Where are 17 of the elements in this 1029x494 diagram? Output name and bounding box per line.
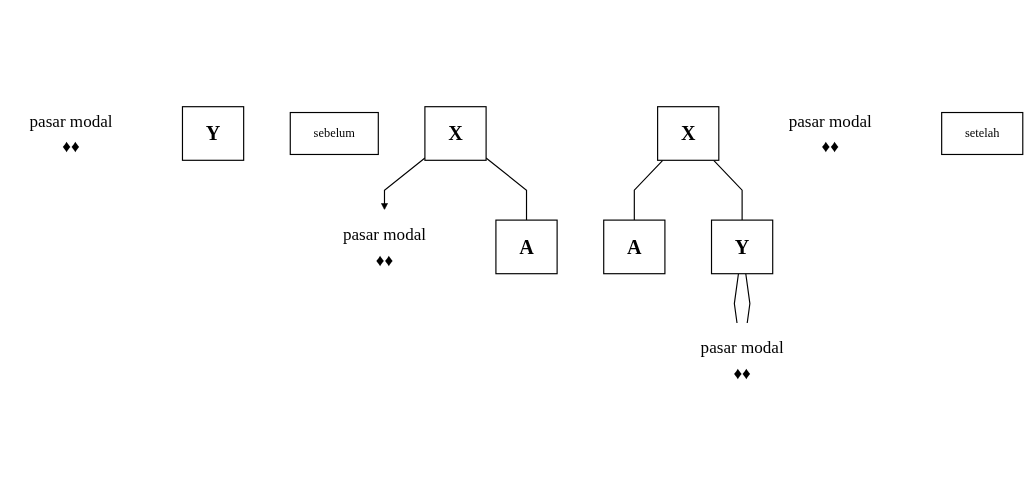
node-box: setelah (941, 112, 1024, 156)
connector (745, 273, 751, 324)
node-text: pasar modal ♦♦ (700, 337, 784, 383)
node-text: pasar modal ♦♦ (29, 111, 113, 157)
node-text: pasar modal ♦♦ (788, 111, 872, 157)
node-box: sebelum (289, 112, 379, 156)
connector (713, 159, 743, 221)
node-box: X (657, 106, 720, 161)
node-box: A (495, 219, 558, 275)
connector (485, 157, 528, 221)
node-box: Y (710, 219, 774, 275)
node-text: pasar modal ♦♦ (342, 224, 427, 270)
node-box: X (424, 106, 487, 161)
node-box: Y (181, 106, 245, 161)
connector (633, 159, 664, 221)
node-box: A (603, 219, 666, 275)
connector (733, 273, 740, 324)
